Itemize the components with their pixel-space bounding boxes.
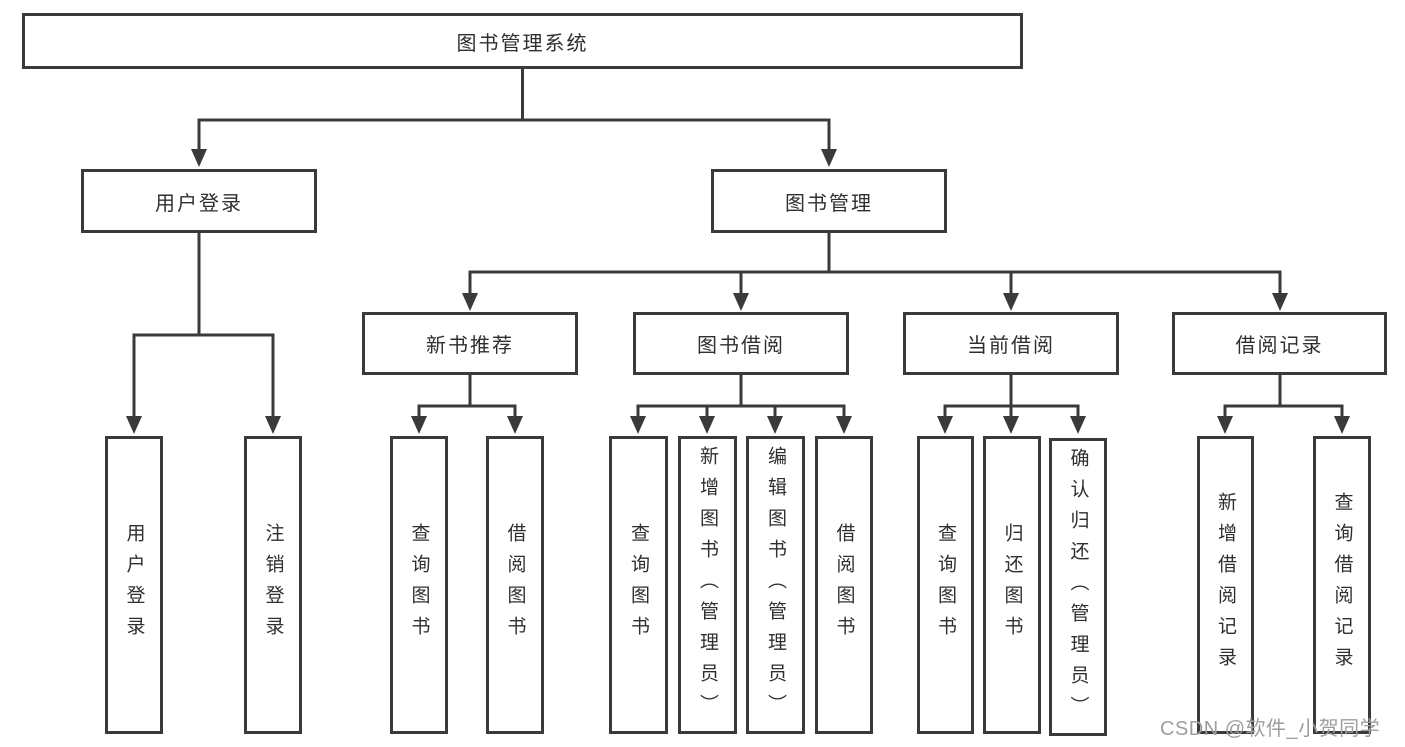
leaf-borrow-query-book: 查询图书	[609, 436, 668, 734]
leaf-borrow-edit-book-admin: 编辑图书（管理员）	[746, 436, 805, 734]
connector-user-login-to-leaves	[126, 231, 281, 434]
node-book-management: 图书管理	[711, 169, 947, 233]
node-user-login: 用户登录	[81, 169, 317, 233]
connector-book-management-to-level3	[462, 231, 1288, 311]
node-current-borrow: 当前借阅	[903, 312, 1119, 375]
node-borrow-records: 借阅记录	[1172, 312, 1387, 375]
node-book-borrow: 图书借阅	[633, 312, 849, 375]
leaf-recommend-query-book: 查询图书	[390, 436, 448, 734]
connector-current-borrow-to-leaves	[937, 374, 1086, 434]
leaf-borrow-add-book-admin: 新增图书（管理员）	[678, 436, 737, 734]
leaf-logout: 注销登录	[244, 436, 302, 734]
connector-new-book-recommend-to-leaves	[411, 374, 523, 434]
leaf-current-return-book: 归还图书	[983, 436, 1041, 734]
leaf-user-login: 用户登录	[105, 436, 163, 734]
leaf-borrow-borrow-book: 借阅图书	[815, 436, 873, 734]
leaf-records-add-record: 新增借阅记录	[1197, 436, 1254, 734]
connector-root-to-level2	[191, 68, 837, 167]
node-new-book-recommend: 新书推荐	[362, 312, 578, 375]
csdn-watermark: CSDN @软件_小贺同学	[1160, 718, 1381, 740]
leaf-current-confirm-return-admin: 确认归还（管理员）	[1049, 438, 1107, 736]
node-root: 图书管理系统	[22, 13, 1023, 69]
leaf-records-query-record: 查询借阅记录	[1313, 436, 1371, 734]
connector-borrow-records-to-leaves	[1217, 374, 1350, 434]
connector-book-borrow-to-leaves	[630, 374, 852, 434]
leaf-current-query-book: 查询图书	[917, 436, 974, 734]
leaf-recommend-borrow-book: 借阅图书	[486, 436, 544, 734]
